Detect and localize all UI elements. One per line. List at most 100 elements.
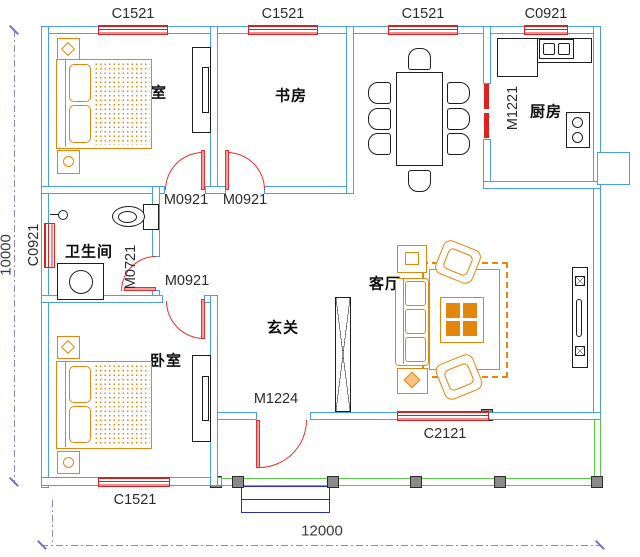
bed-bedroom1 [56, 59, 152, 149]
door-label-bedroom2: M0921 [164, 272, 210, 289]
sofa [395, 278, 429, 366]
speaker-icon [575, 346, 585, 356]
nightstand-lamp-bedroom1 [57, 150, 80, 174]
bed-blanket [94, 364, 150, 445]
dining-chair-left-3 [368, 133, 391, 155]
wardrobe-bedroom1 [192, 47, 211, 133]
sofa-seat-1 [405, 281, 426, 306]
dining-chair-right-3 [447, 133, 470, 155]
sink-basin-2 [558, 43, 570, 55]
wall-bedroom2-right [210, 295, 218, 486]
dining-chair-right-1 [447, 82, 470, 104]
porch-railing-east [594, 420, 601, 480]
window-living-south [397, 411, 489, 421]
door-label-bedroom1: M0921 [163, 191, 209, 208]
wall-corridor-seg-1 [41, 186, 165, 194]
armchair-seat [442, 361, 476, 393]
room-label-living: 客厅 [368, 275, 402, 293]
wall-kitchen-bottom [483, 181, 601, 189]
entry-step-1 [241, 486, 330, 500]
coffee-table-pane [463, 321, 477, 336]
window-label-study-top: C1521 [261, 5, 305, 22]
plant-icon [403, 371, 421, 389]
burner-1 [572, 117, 583, 128]
door-leaf-study [225, 150, 229, 190]
door-leaf-bathroom [124, 287, 156, 291]
door-label-kitchen: M1221 [504, 85, 521, 131]
stove [566, 112, 590, 148]
wall-corridor-seg-3 [264, 186, 353, 194]
room-label-study: 书房 [274, 87, 308, 105]
speaker-icon [575, 276, 585, 286]
door-arc-bedroom2 [166, 301, 204, 339]
porch-column-4 [410, 476, 422, 488]
lamp-icon [63, 156, 74, 167]
wall-corridor-seg-2 [205, 186, 226, 194]
dining-chair-right-2 [447, 108, 470, 130]
flower-icon [60, 41, 76, 57]
window-bedroom1-top [98, 25, 168, 35]
door-leaf-bedroom2 [201, 299, 205, 339]
room-label-bathroom: 卫生间 [64, 243, 114, 261]
wall-outer-right [593, 26, 601, 420]
sofa-seat-2 [405, 309, 426, 334]
nightstand-flower-bedroom2 [57, 336, 80, 359]
dining-chair-left-1 [368, 82, 391, 104]
wall-south-seg-3 [488, 412, 601, 420]
window-bathroom-left [44, 223, 55, 268]
wall-south-seg-2 [310, 412, 398, 420]
bed-headboard [57, 60, 66, 147]
sofa-back [396, 279, 404, 364]
dining-chair-top [408, 48, 431, 70]
tv-cabinet [572, 267, 588, 368]
toilet-bowl-inner [118, 211, 137, 223]
toilet-tank [143, 204, 159, 230]
wall-kitchen-left-upper [483, 26, 491, 84]
window-dining-top [388, 25, 458, 35]
sink-basin-1 [543, 43, 555, 55]
room-label-kitchen: 厨房 [529, 103, 563, 121]
burner-2 [572, 132, 583, 143]
bottom-dimension-line [41, 545, 601, 547]
coffee-table-pane [463, 303, 477, 318]
washer-drum [69, 270, 93, 294]
door-leaf-entry [256, 420, 260, 468]
kitchen-sink [539, 39, 574, 59]
door-leaf-bedroom1 [201, 150, 205, 190]
tv-screen [576, 299, 582, 337]
lamp-icon [63, 457, 74, 468]
washing-machine [57, 263, 104, 300]
shower-head [58, 210, 68, 220]
flue-bump-out [597, 152, 630, 185]
height-dimension-text: 10000 [0, 234, 15, 276]
end-table-top [397, 245, 427, 273]
sofa-seat-3 [405, 337, 426, 362]
coffee-table-pane [446, 303, 460, 318]
window-label-bathroom-left: C0921 [25, 223, 42, 267]
porch-column-2 [232, 476, 244, 488]
width-dimension-text: 12000 [301, 522, 343, 540]
bed-blanket [94, 62, 150, 145]
door-slider-kitchen-2 [484, 113, 489, 138]
door-label-entry: M1224 [253, 390, 299, 407]
porch-column-5 [494, 476, 506, 488]
room-label-bedroom2: 卧室 [149, 352, 183, 370]
dining-chair-left-2 [368, 108, 391, 130]
porch-column-3 [327, 476, 339, 488]
bed-pillow-1 [69, 366, 91, 403]
bed-headboard [57, 362, 66, 447]
dining-table [396, 72, 443, 166]
bottom-dim-ext-left [52, 500, 54, 545]
window-label-bedroom2-bottom: C1521 [113, 491, 157, 508]
window-study-top [248, 25, 318, 35]
bed-pillow-2 [69, 105, 91, 143]
bed-pillow-2 [69, 406, 91, 443]
dining-chair-bottom [408, 170, 431, 192]
door-label-bathroom: M0721 [122, 244, 139, 290]
wardrobe-bedroom2 [192, 355, 211, 442]
window-kitchen-top [524, 25, 568, 35]
end-table-inner [405, 252, 419, 265]
coffee-table [440, 297, 484, 343]
entry-step-2 [241, 499, 330, 513]
bed-bedroom2 [56, 361, 152, 449]
